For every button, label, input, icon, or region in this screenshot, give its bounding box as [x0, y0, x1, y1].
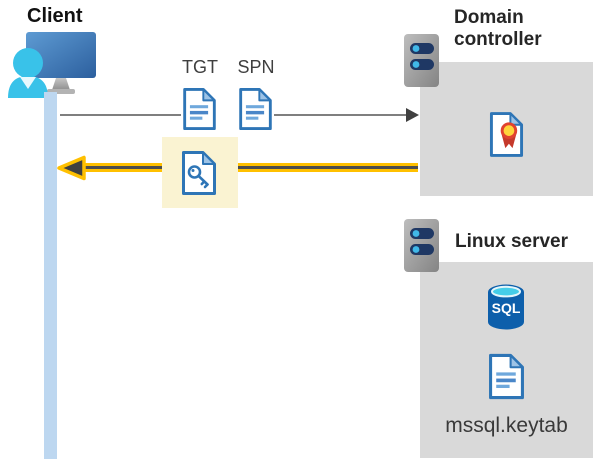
- monitor-icon: [26, 32, 96, 78]
- request-arrow-line-right: [274, 114, 408, 116]
- sql-badge-label: SQL: [491, 300, 521, 316]
- response-arrowhead: [57, 155, 87, 181]
- tgt-document-icon: [182, 87, 217, 131]
- client-title: Client: [27, 5, 83, 27]
- request-arrowhead: [406, 108, 419, 122]
- key-document-icon: [181, 150, 217, 196]
- linux-server-icon: [403, 218, 440, 273]
- response-arrow-line-right: [238, 163, 418, 172]
- client-workstation-icon: [6, 30, 98, 98]
- sql-database-icon: SQL: [486, 283, 526, 331]
- response-arrow-line-left: [80, 163, 162, 172]
- domain-controller-server-icon: [403, 33, 440, 88]
- certificate-icon: [489, 111, 524, 158]
- person-icon: [13, 48, 43, 78]
- linux-server-title: Linux server: [455, 231, 568, 252]
- key-icon: [187, 165, 209, 189]
- domain-controller-title: Domain controller: [454, 7, 542, 50]
- spn-label: SPN: [237, 57, 275, 77]
- request-arrow-line-left: [60, 114, 181, 116]
- spn-document-icon: [238, 87, 273, 131]
- keytab-document-icon: [488, 352, 525, 401]
- client-lifeline: [44, 92, 57, 459]
- tgt-label: TGT: [182, 57, 218, 77]
- keytab-file-label: mssql.keytab: [445, 414, 568, 437]
